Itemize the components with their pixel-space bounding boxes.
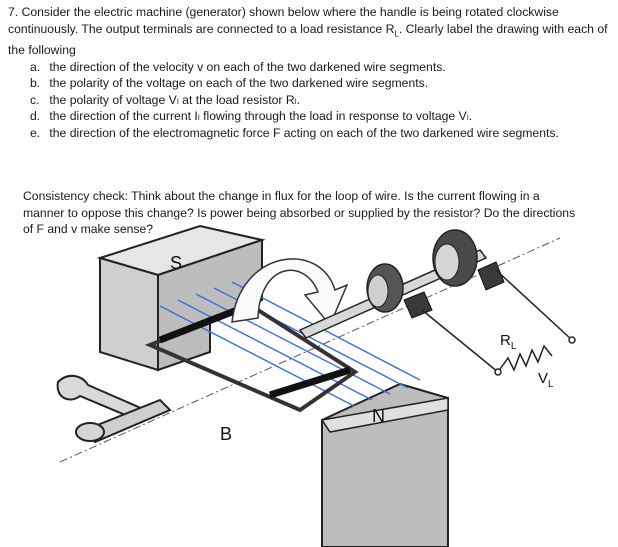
list-item: a. the direction of the velocity v on ea… xyxy=(8,59,608,76)
south-pole-magnet xyxy=(96,224,266,372)
item-text: the direction of the electromagnetic for… xyxy=(49,125,559,140)
slip-ring-1 xyxy=(366,263,404,313)
darkened-segment-bottom xyxy=(268,366,352,399)
rotation-arrow xyxy=(231,258,349,327)
terminal-top xyxy=(568,336,576,344)
brush-2 xyxy=(477,261,505,291)
terminal-bottom xyxy=(494,368,502,376)
list-item: e. the direction of the electromagnetic … xyxy=(8,125,608,142)
list-item: b. the polarity of the voltage on each o… xyxy=(8,75,608,92)
item-text: the polarity of voltage Vₗ at the load r… xyxy=(49,92,301,107)
item-text: the polarity of the voltage on each of t… xyxy=(49,76,429,91)
question-intro: 7. Consider the electric machine (genera… xyxy=(8,4,608,59)
crank-handle xyxy=(56,374,172,444)
item-text: the direction of the current Iₗ flowing … xyxy=(49,109,473,124)
resistor-zigzag xyxy=(497,344,553,373)
question-intro-tail: . Clearly label the drawing with each of… xyxy=(8,21,608,58)
question-intro-text: Consider the electric machine (generator… xyxy=(8,5,559,36)
item-list: a. the direction of the velocity v on ea… xyxy=(8,59,608,142)
generator-figure: S N B RL VL xyxy=(56,224,576,547)
label-s: S xyxy=(170,253,182,273)
question-block: 7. Consider the electric machine (genera… xyxy=(8,4,608,141)
intro-subscript: L xyxy=(394,28,399,38)
item-label: d. xyxy=(30,109,41,124)
item-label: a. xyxy=(30,59,41,74)
list-item: d. the direction of the current Iₗ flowi… xyxy=(8,108,608,125)
label-n: N xyxy=(372,406,385,426)
consistency-check: Consistency check: Think about the chang… xyxy=(23,189,576,237)
slip-ring-2 xyxy=(432,229,478,287)
load-circuit xyxy=(421,269,573,373)
item-label: b. xyxy=(30,76,41,91)
item-text: the direction of the velocity v on each … xyxy=(49,59,446,74)
rotation-axis xyxy=(59,237,561,463)
item-label: e. xyxy=(30,125,41,140)
question-number: 7. xyxy=(8,5,19,19)
label-vl: VL xyxy=(538,370,554,390)
item-label: c. xyxy=(30,92,40,107)
list-item: c. the polarity of voltage Vₗ at the loa… xyxy=(8,92,608,109)
north-pole-magnet xyxy=(320,382,449,547)
label-b: B xyxy=(220,424,232,444)
label-rl: RL xyxy=(500,332,517,352)
